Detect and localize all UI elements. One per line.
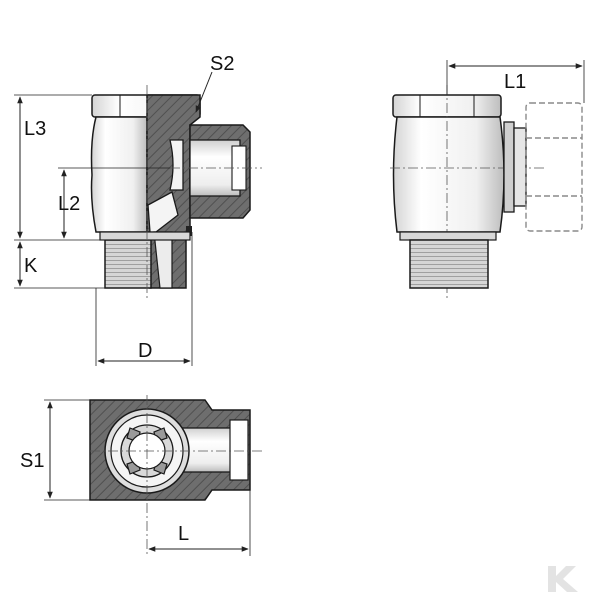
brand-k-logo-icon [548,566,578,592]
top-dimensions: S1 L [20,399,251,556]
front-section-view [90,85,262,300]
inner-chamber [169,139,184,191]
dashed-union-nut [525,102,583,232]
top-section-view [89,395,262,555]
side-port-ring [503,121,515,213]
label-s2: S2 [210,53,234,75]
label-d: D [138,340,152,362]
label-l3: L3 [24,118,46,140]
label-l: L [178,523,189,545]
side-view: L1 [390,60,585,300]
seal-ring [186,226,192,236]
thread-stub [104,239,152,289]
side-body [392,116,505,233]
dim-s2-leader [195,71,213,113]
side-thread-stub [409,239,489,289]
front-dimensions: S2 L3 L2 K D [14,53,234,366]
diagonal-bore [147,191,179,233]
label-k: K [24,255,38,277]
label-s1: S1 [20,450,44,472]
label-l1: L1 [504,71,526,93]
label-l2: L2 [58,193,80,215]
body-exterior [90,116,148,233]
